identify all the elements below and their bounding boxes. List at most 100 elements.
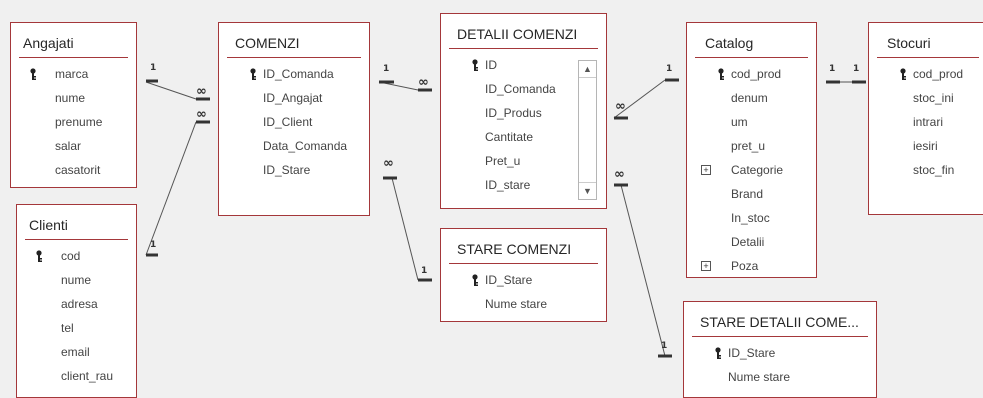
table-clienti[interactable]: Clienti cod nume adresa tel email client… bbox=[16, 204, 137, 398]
scroll-up-icon[interactable]: ▲ bbox=[579, 61, 596, 78]
table-title: STARE DETALII COME... bbox=[700, 314, 859, 330]
title-divider bbox=[25, 239, 128, 240]
field-id-client[interactable]: ID_Client bbox=[219, 110, 369, 134]
field-cantitate[interactable]: Cantitate bbox=[441, 125, 606, 149]
field-prenume[interactable]: prenume bbox=[11, 110, 136, 134]
field-name: casatorit bbox=[55, 163, 101, 177]
field-pret-u[interactable]: pret_u bbox=[687, 134, 816, 158]
rel-many-label: ∞ bbox=[383, 156, 394, 171]
field-nume[interactable]: nume bbox=[17, 268, 136, 292]
field-adresa[interactable]: adresa bbox=[17, 292, 136, 316]
key-icon bbox=[36, 250, 42, 262]
key-icon bbox=[30, 68, 36, 80]
field-casatorit[interactable]: casatorit bbox=[11, 158, 136, 182]
table-angajati[interactable]: Angajati marca nume prenume salar casato… bbox=[10, 22, 137, 188]
field-data-comanda[interactable]: Data_Comanda bbox=[219, 134, 369, 158]
scroll-down-icon[interactable]: ▼ bbox=[579, 182, 596, 199]
rel-one-label: 1 bbox=[421, 266, 428, 276]
field-denum[interactable]: denum bbox=[687, 86, 816, 110]
field-name: stoc_fin bbox=[913, 163, 955, 177]
table-stare-detalii-comenzi[interactable]: STARE DETALII COME... ID_Stare Nume star… bbox=[683, 301, 877, 398]
table-title: STARE COMENZI bbox=[457, 241, 572, 257]
field-id-stare[interactable]: ID_stare bbox=[441, 173, 606, 197]
field-name: adresa bbox=[61, 297, 98, 311]
field-name: ID_Comanda bbox=[263, 67, 334, 81]
field-name: cod_prod bbox=[913, 67, 964, 81]
field-id-comanda[interactable]: ID_Comanda bbox=[219, 62, 369, 86]
key-icon bbox=[715, 347, 721, 359]
field-name: ID_stare bbox=[485, 178, 531, 192]
title-divider bbox=[19, 57, 128, 58]
rel-one-label: 1 bbox=[853, 64, 860, 74]
field-name: Pret_u bbox=[485, 154, 521, 168]
field-cod-prod[interactable]: cod_prod bbox=[869, 62, 983, 86]
key-icon bbox=[250, 68, 256, 80]
rel-one-label: 1 bbox=[383, 64, 390, 74]
field-id-comanda[interactable]: ID_Comanda bbox=[441, 77, 606, 101]
field-id-stare[interactable]: ID_Stare bbox=[441, 268, 606, 292]
table-stocuri[interactable]: Stocuri cod_prod stoc_ini intrari iesiri… bbox=[868, 22, 983, 215]
field-id-stare[interactable]: ID_Stare bbox=[219, 158, 369, 182]
field-name: Detalii bbox=[731, 235, 765, 249]
field-name: Data_Comanda bbox=[263, 139, 348, 153]
vertical-scrollbar[interactable]: ▲ ▼ bbox=[578, 60, 597, 200]
field-name: cod bbox=[61, 249, 81, 263]
field-name: pret_u bbox=[731, 139, 766, 153]
field-name: Nume stare bbox=[728, 370, 791, 384]
field-intrari[interactable]: intrari bbox=[869, 110, 983, 134]
field-pret-u[interactable]: Pret_u bbox=[441, 149, 606, 173]
field-name: cod_prod bbox=[731, 67, 782, 81]
field-poza[interactable]: + Poza bbox=[687, 254, 816, 278]
field-name: iesiri bbox=[913, 139, 938, 153]
field-name: intrari bbox=[913, 115, 944, 129]
rel-one-label: 1 bbox=[661, 341, 668, 351]
field-name: ID_Comanda bbox=[485, 82, 556, 96]
title-divider bbox=[877, 57, 979, 58]
field-name: Poza bbox=[731, 259, 759, 273]
field-stoc-fin[interactable]: stoc_fin bbox=[869, 158, 983, 182]
field-brand[interactable]: Brand bbox=[687, 182, 816, 206]
key-icon bbox=[900, 68, 906, 80]
field-um[interactable]: um bbox=[687, 110, 816, 134]
field-name: ID_Stare bbox=[728, 346, 776, 360]
table-title: DETALII COMENZI bbox=[457, 26, 578, 42]
expand-icon[interactable]: + bbox=[701, 261, 711, 271]
field-id-stare[interactable]: ID_Stare bbox=[684, 341, 876, 365]
field-client-rau[interactable]: client_rau bbox=[17, 364, 136, 388]
field-detalii[interactable]: Detalii bbox=[687, 230, 816, 254]
rel-one-label: 1 bbox=[666, 64, 673, 74]
table-comenzi[interactable]: COMENZI ID_Comanda ID_Angajat ID_Client … bbox=[218, 22, 370, 216]
field-email[interactable]: email bbox=[17, 340, 136, 364]
key-icon bbox=[472, 274, 478, 286]
field-id-produs[interactable]: ID_Produs bbox=[441, 101, 606, 125]
rel-many-label: ∞ bbox=[196, 84, 207, 99]
field-name: In_stoc bbox=[731, 211, 770, 225]
table-title: COMENZI bbox=[235, 35, 300, 51]
field-name: marca bbox=[55, 67, 89, 81]
field-name: salar bbox=[55, 139, 82, 153]
field-iesiri[interactable]: iesiri bbox=[869, 134, 983, 158]
field-id[interactable]: ID bbox=[441, 53, 606, 77]
table-catalog[interactable]: Catalog cod_prod denum um pret_u +Catego… bbox=[686, 22, 817, 278]
field-salar[interactable]: salar bbox=[11, 134, 136, 158]
field-categorie[interactable]: + Categorie bbox=[687, 158, 816, 182]
field-tel[interactable]: tel bbox=[17, 316, 136, 340]
table-stare-comenzi[interactable]: STARE COMENZI ID_Stare Nume stare bbox=[440, 228, 607, 322]
field-id-angajat[interactable]: ID_Angajat bbox=[219, 86, 369, 110]
field-name: client_rau bbox=[61, 369, 114, 383]
expand-icon[interactable]: + bbox=[701, 165, 711, 175]
field-nume-stare[interactable]: Nume stare bbox=[441, 292, 606, 316]
title-divider bbox=[449, 263, 598, 264]
field-name: Categorie bbox=[731, 163, 784, 177]
rel-many-label: ∞ bbox=[614, 167, 625, 182]
table-detalii-comenzi[interactable]: DETALII COMENZI ID ID_Comanda ID_Produs … bbox=[440, 13, 607, 209]
field-in-stoc[interactable]: In_stoc bbox=[687, 206, 816, 230]
field-nume-stare[interactable]: Nume stare bbox=[684, 365, 876, 389]
field-marca[interactable]: marca bbox=[11, 62, 136, 86]
field-name: nume bbox=[61, 273, 92, 287]
field-cod-prod[interactable]: cod_prod bbox=[687, 62, 816, 86]
field-stoc-ini[interactable]: stoc_ini bbox=[869, 86, 983, 110]
field-cod[interactable]: cod bbox=[17, 244, 136, 268]
field-name: ID_Angajat bbox=[263, 91, 323, 105]
field-nume[interactable]: nume bbox=[11, 86, 136, 110]
